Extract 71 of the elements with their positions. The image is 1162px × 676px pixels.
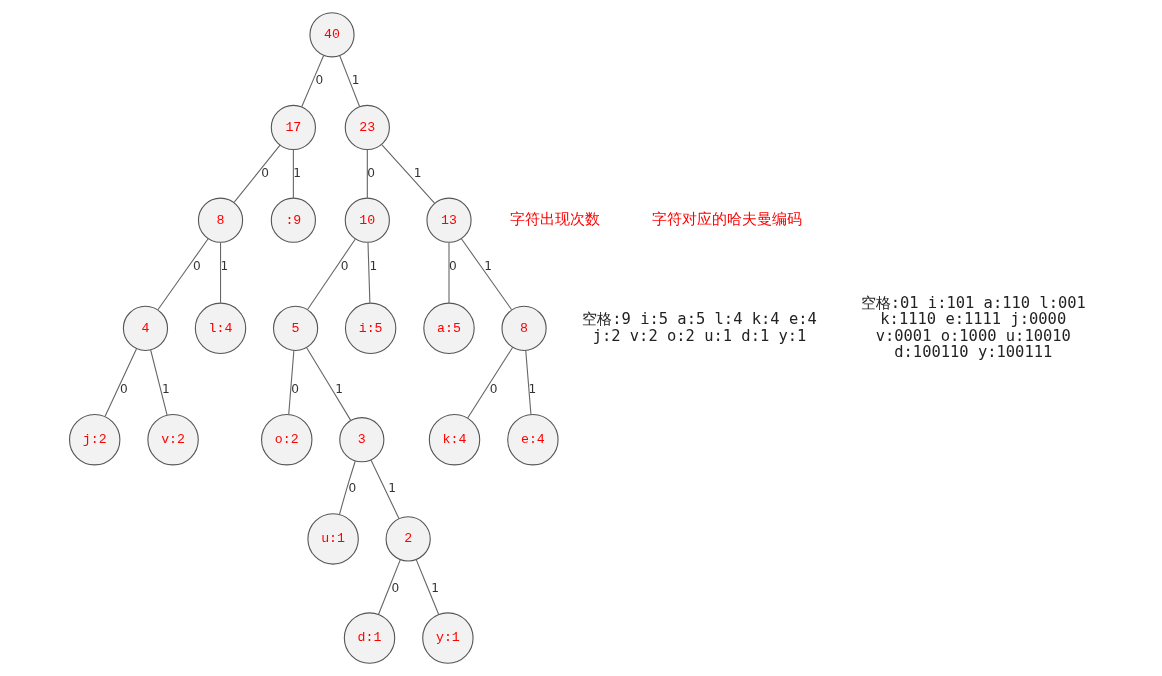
edge-label: 0: [192, 258, 201, 273]
label: 字符对应的哈夫曼编码: [651, 210, 802, 229]
connector: [305, 347, 351, 421]
connector: [287, 349, 294, 415]
label: 空格:01 i:101 a:110 l:001 k:1110 e:1111 j:0000 v:0001 o:1000 u:10010 d:100110 y:100111: [860, 293, 1086, 362]
edge-label: 0: [260, 165, 269, 180]
edge-label: 1: [292, 165, 301, 180]
edge-label: 0: [290, 382, 299, 397]
node-circle: j:2: [68, 414, 120, 466]
edge-label: 0: [348, 481, 356, 496]
connector: [366, 242, 370, 304]
node-circle: 3: [338, 417, 384, 463]
label: 空格:9 i:5 a:5 l:4 k:4 e:4 j:2 v:2 o:2 u:1 d:1 y:1: [581, 310, 817, 345]
connector: [369, 459, 400, 520]
connector: [447, 242, 450, 304]
connector: [460, 238, 512, 311]
edge-label: 1: [220, 258, 228, 273]
connector: [219, 242, 221, 304]
node-circle: 4: [122, 305, 168, 351]
edge-label: 1: [351, 73, 360, 88]
node-circle: :9: [270, 197, 316, 243]
edge-label: 0: [366, 165, 375, 180]
node-circle: 8: [197, 197, 243, 243]
connector: [377, 559, 401, 615]
connector: [366, 149, 368, 199]
node-circle: o:2: [260, 414, 312, 466]
edge-label: 1: [387, 481, 396, 496]
node-circle: u:1: [306, 513, 359, 565]
connector: [300, 54, 324, 108]
node-circle: 2: [385, 516, 431, 562]
connector: [233, 144, 281, 203]
node-circle: 40: [308, 12, 355, 58]
node-circle: k:4: [428, 414, 480, 466]
connector: [306, 238, 356, 311]
node-circle: 10: [344, 197, 390, 243]
edge-label: 0: [489, 382, 498, 397]
node-circle: l:4: [194, 302, 246, 355]
edge-label: 0: [119, 382, 128, 397]
node-circle: y:1: [421, 612, 474, 664]
connector: [338, 54, 360, 107]
connector: [380, 144, 435, 204]
edge-label: 0: [448, 258, 457, 273]
connector: [149, 349, 168, 416]
label: 字符出现次数: [509, 210, 600, 229]
connector: [104, 348, 137, 417]
node-circle: e:4: [506, 414, 559, 466]
connector: [466, 346, 513, 419]
connector: [338, 460, 356, 515]
connector: [156, 238, 209, 311]
connector: [415, 559, 439, 615]
edge-label: 1: [527, 382, 536, 397]
edge-label: 0: [391, 580, 399, 595]
node-circle: 23: [344, 104, 390, 151]
edge-label: 1: [430, 580, 439, 595]
node-circle: 13: [425, 197, 472, 243]
node-circle: v:2: [146, 414, 199, 466]
node-circle: i:5: [344, 302, 396, 355]
connector: [524, 349, 531, 415]
edge-label: 0: [314, 73, 323, 88]
node-circle: d:1: [343, 612, 395, 664]
edge-label: 1: [369, 258, 377, 273]
edge-label: 1: [483, 258, 492, 273]
connector: [292, 149, 294, 199]
edge-label: 0: [340, 258, 349, 273]
node-circle: a:5: [422, 302, 475, 355]
edge-label: 1: [161, 382, 170, 397]
node-circle: 8: [500, 305, 547, 351]
node-circle: 5: [272, 305, 318, 351]
edge-label: 1: [413, 165, 421, 180]
edge-label: 1: [334, 382, 343, 397]
node-circle: 17: [270, 104, 316, 151]
